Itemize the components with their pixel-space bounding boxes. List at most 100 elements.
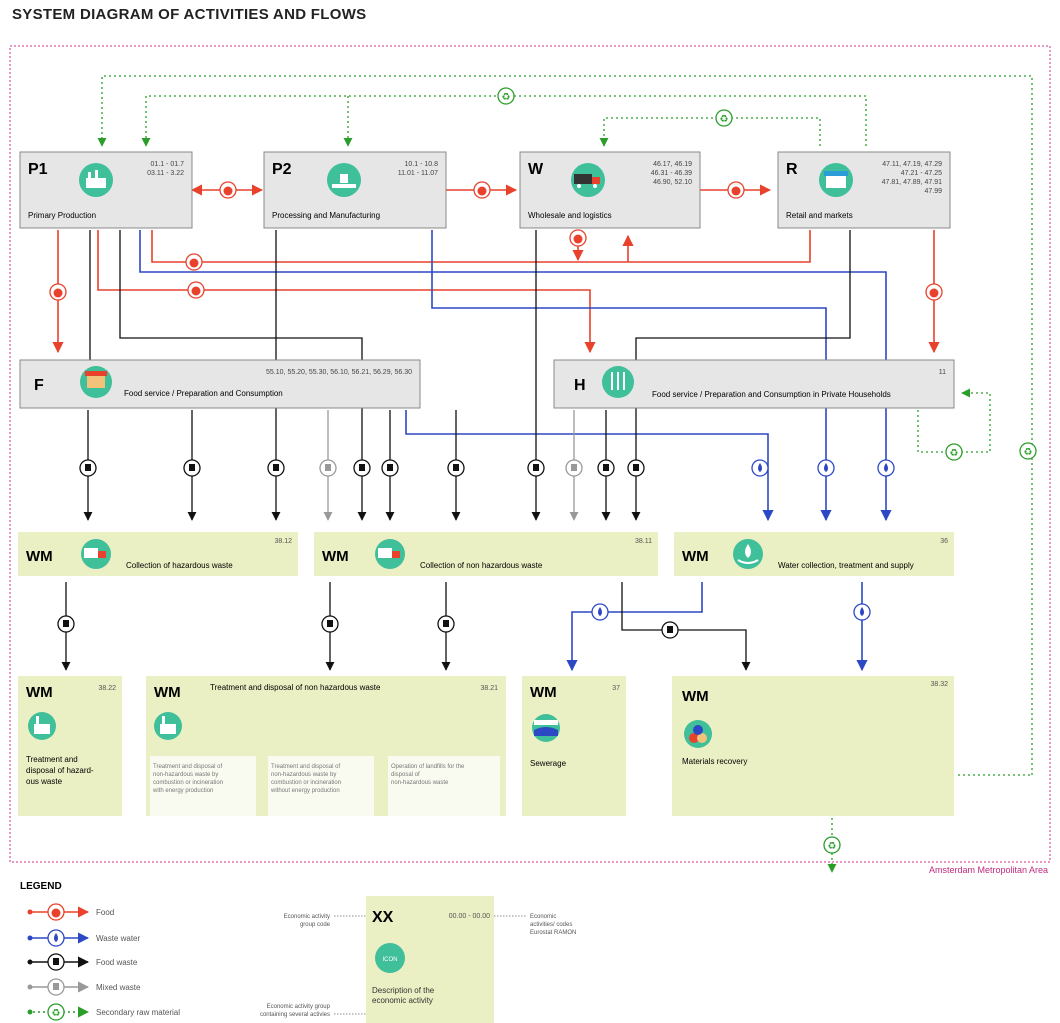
drop-icon [47, 929, 65, 947]
svg-text:Food: Food [96, 908, 114, 917]
bin-icon [661, 621, 679, 639]
nace-line: 47.81, 47.89, 47.91 [882, 179, 942, 186]
svg-text:combustion or incineration: combustion or incineration [153, 780, 223, 786]
waste-truck-icon [81, 539, 111, 569]
wm-water: WM 36 Water collection, treatment and su… [674, 532, 954, 576]
sample-icon [375, 943, 405, 973]
nace-code: 38.12 [274, 538, 292, 545]
tomato-icon [185, 253, 203, 271]
drop-icon [817, 459, 835, 477]
nace-line: 46.90, 52.10 [653, 179, 692, 186]
region-label: Amsterdam Metropolitan Area [929, 865, 1048, 875]
svg-text:containing several activies: containing several activies [260, 1012, 330, 1018]
wm-name: Collection of hazardous waste [126, 561, 233, 570]
activity-name: Processing and Manufacturing [272, 211, 380, 220]
bin-icon [79, 459, 97, 477]
svg-text:group code: group code [300, 922, 331, 928]
drop-icon [853, 603, 871, 621]
svg-text:with energy production: with energy production [152, 788, 213, 794]
svg-text:Mixed waste: Mixed waste [96, 983, 141, 992]
bin-icon [319, 459, 337, 477]
wm-name-line: Treatment and [26, 755, 78, 764]
bin-icon [565, 459, 583, 477]
wm-name: Materials recovery [682, 757, 747, 766]
wm-name: Sewerage [530, 759, 567, 768]
svg-text:ICON: ICON [383, 957, 398, 963]
nace-line: 10.1 - 10.8 [405, 161, 439, 168]
svg-text:economic activity: economic activity [372, 996, 433, 1005]
recycle-icon: ♻ [497, 87, 515, 105]
legend: LEGEND Food Waste water Food waste Mixed… [20, 881, 576, 1023]
activity-h: H 11 Food service / Preparation and Cons… [553, 359, 955, 409]
legend-item-food: Food [27, 903, 114, 921]
wm-treatment-hazardous: WM 38.22 Treatment and disposal of hazar… [18, 676, 122, 816]
bin-icon [321, 615, 339, 633]
legend-item-waste-water: Waste water [27, 929, 140, 947]
wm-code: WM [530, 684, 557, 701]
building-icon [80, 366, 112, 398]
activity-code: P1 [28, 161, 48, 178]
svg-text:non-hazardous waste by: non-hazardous waste by [153, 772, 218, 778]
sewer-icon [532, 714, 560, 742]
svg-text:Eurostat RAMON: Eurostat RAMON [530, 930, 576, 936]
bin-icon [527, 459, 545, 477]
svg-text:Treatment and disposal of: Treatment and disposal of [271, 764, 340, 770]
activity-name: Primary Production [28, 211, 96, 220]
cutlery-icon [602, 366, 634, 398]
wm-name: Collection of non hazardous waste [420, 561, 543, 570]
food-waste-flows [61, 230, 851, 671]
nace-line: 01.1 - 01.7 [151, 161, 185, 168]
bin-icon [447, 459, 465, 477]
drop-icon [591, 603, 609, 621]
recycle-icon: ♻ [945, 443, 963, 461]
sub-activity-box [268, 756, 374, 816]
nace-line: 47.11, 47.19, 47.29 [882, 161, 942, 168]
recycle-icon: ♻ [47, 1003, 65, 1021]
svg-text:Operation of landfills for the: Operation of landfills for the [391, 764, 465, 770]
legend-item-mixed-waste: Mixed waste [27, 978, 141, 996]
nace-line: 46.31 - 46.39 [651, 170, 692, 177]
wm-collection-non-hazardous: WM 38.11 Collection of non hazardous was… [314, 532, 658, 576]
nace-line: 11 [939, 369, 946, 376]
legend-item-food-waste: Food waste [27, 953, 138, 971]
nace-line: 11.01 - 11.07 [398, 170, 438, 177]
page-title: SYSTEM DIAGRAM OF ACTIVITIES AND FLOWS [12, 6, 367, 23]
tomato-icon [473, 181, 491, 199]
svg-text:non-hazardous waste: non-hazardous waste [391, 780, 449, 786]
bin-icon [183, 459, 201, 477]
tomato-icon [219, 181, 237, 199]
bin-icon [267, 459, 285, 477]
bin-icon [597, 459, 615, 477]
tomato-icon [925, 283, 943, 301]
sample-nace: 00.00 - 00.00 [449, 913, 490, 920]
svg-text:Economic activity group: Economic activity group [267, 1004, 331, 1010]
recycle-icon: ♻ [1019, 442, 1037, 460]
water-hand-icon [733, 539, 763, 569]
activity-code: H [574, 377, 586, 394]
svg-text:Waste water: Waste water [96, 934, 140, 943]
bin-icon [47, 978, 65, 996]
waste-water-flows [139, 230, 892, 672]
svg-text:♻: ♻ [502, 92, 511, 103]
activity-name: Retail and markets [786, 211, 853, 220]
wm-code: WM [682, 688, 709, 705]
bin-icon [57, 615, 75, 633]
plant-icon [154, 712, 182, 740]
nace-code: 37 [612, 685, 620, 692]
activity-p1: P1 01.1 - 01.7 03.11 - 3.22 Primary Prod… [19, 151, 193, 229]
activity-code: P2 [272, 161, 292, 178]
tomato-icon [187, 281, 205, 299]
legend-title: LEGEND [20, 881, 62, 892]
nace-line: 55.10, 55.20, 55.30, 56.10, 56.21, 56.29… [266, 369, 412, 376]
sub-activity-box [388, 756, 500, 816]
svg-text:disposal of: disposal of [391, 772, 420, 778]
tomato-icon [569, 229, 587, 247]
region-border [9, 45, 1051, 863]
nace-line: 47.21 - 47.25 [901, 170, 942, 177]
shop-icon [819, 163, 853, 197]
svg-text:Food waste: Food waste [96, 958, 138, 967]
activity-p2: P2 10.1 - 10.8 11.01 - 11.07 Processing … [263, 151, 447, 229]
svg-text:non-hazardous waste by: non-hazardous waste by [271, 772, 336, 778]
wm-code: WM [682, 548, 709, 565]
bin-icon [627, 459, 645, 477]
